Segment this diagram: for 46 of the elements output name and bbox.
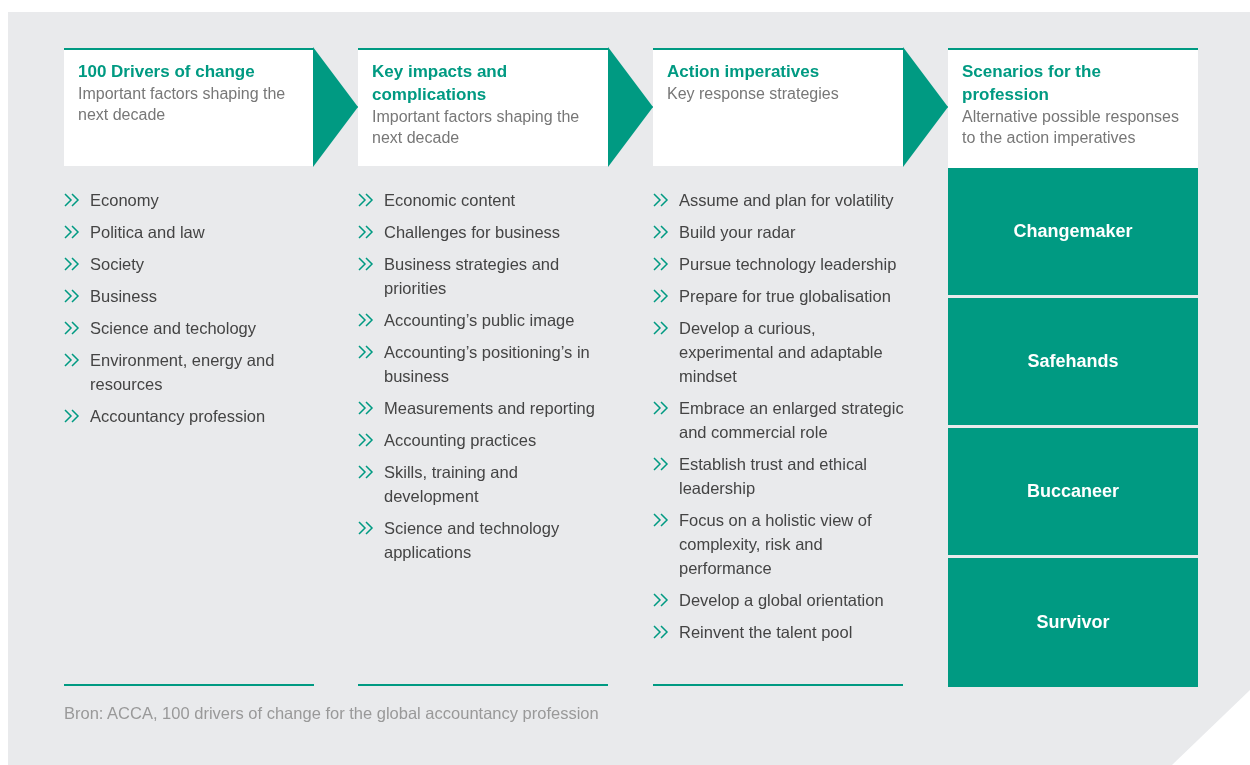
list-item: Build your radar — [679, 222, 797, 243]
list-item: Politica and law — [90, 222, 206, 243]
source-note: Bron: ACCA, 100 drivers of change for the global accountancy profession — [64, 704, 599, 723]
column-subheading: Alternative possible responses to the action imperatives — [962, 107, 1180, 148]
scenario-box: Safehands — [948, 298, 1198, 425]
list-item: Science and technology applications — [384, 518, 561, 563]
scenario-box: Buccaneer — [948, 428, 1198, 555]
list-item: Science and techology — [90, 318, 258, 339]
list-item: Accounting’s public image — [384, 310, 576, 331]
scenario-box: Changemaker — [948, 168, 1198, 295]
chevron-arrow — [312, 47, 359, 167]
list-item: Embrace an enlarged strategic and commercial role — [679, 398, 905, 443]
list-item: Accountancy profession — [90, 406, 267, 427]
list-item: Focus on a holistic view of complexity, risk and performance — [679, 510, 873, 579]
column-heading: Key impacts and complications — [372, 61, 509, 106]
list-item: Accounting practices — [384, 430, 538, 451]
list-item: Reinvent the talent pool — [679, 622, 854, 643]
column-heading: Action imperatives — [667, 61, 821, 83]
list-item: Develop a curious, experimental and adaptable mindset — [679, 318, 884, 387]
column-subheading: Important factors shaping the next decade — [372, 107, 581, 148]
list-item: Skills, training and development — [384, 462, 519, 507]
column-heading: 100 Drivers of change — [78, 61, 256, 83]
list-item: Develop a global orientation — [679, 590, 885, 611]
list-item: Prepare for true globalisation — [679, 286, 892, 307]
list-item: Pursue technology leadership — [679, 254, 898, 275]
scenario-box: Survivor — [948, 558, 1198, 687]
header-card — [653, 48, 903, 166]
list-item: Business — [90, 286, 158, 307]
column-subheading: Key response strategies — [667, 84, 840, 104]
list-item: Business strategies and priorities — [384, 254, 561, 299]
column-heading: Scenarios for the profession — [962, 61, 1102, 106]
column-subheading: Important factors shaping the next decade — [78, 84, 287, 125]
list-item: Challenges for business — [384, 222, 562, 243]
header-card — [948, 48, 1198, 168]
header-card — [64, 48, 313, 166]
list-item: Environment, energy and resources — [90, 350, 276, 395]
list-item: Society — [90, 254, 146, 275]
list-item: Measurements and reporting — [384, 398, 596, 419]
list-item: Assume and plan for volatility — [679, 190, 895, 211]
list-item: Accounting’s positioning’s in business — [384, 342, 591, 387]
chevron-arrow — [607, 47, 654, 167]
list-item: Establish trust and ethical leadership — [679, 454, 869, 499]
header-card — [358, 48, 608, 166]
chevron-arrow — [902, 47, 949, 167]
list-item: Economy — [90, 190, 160, 211]
list-item: Economic content — [384, 190, 517, 211]
